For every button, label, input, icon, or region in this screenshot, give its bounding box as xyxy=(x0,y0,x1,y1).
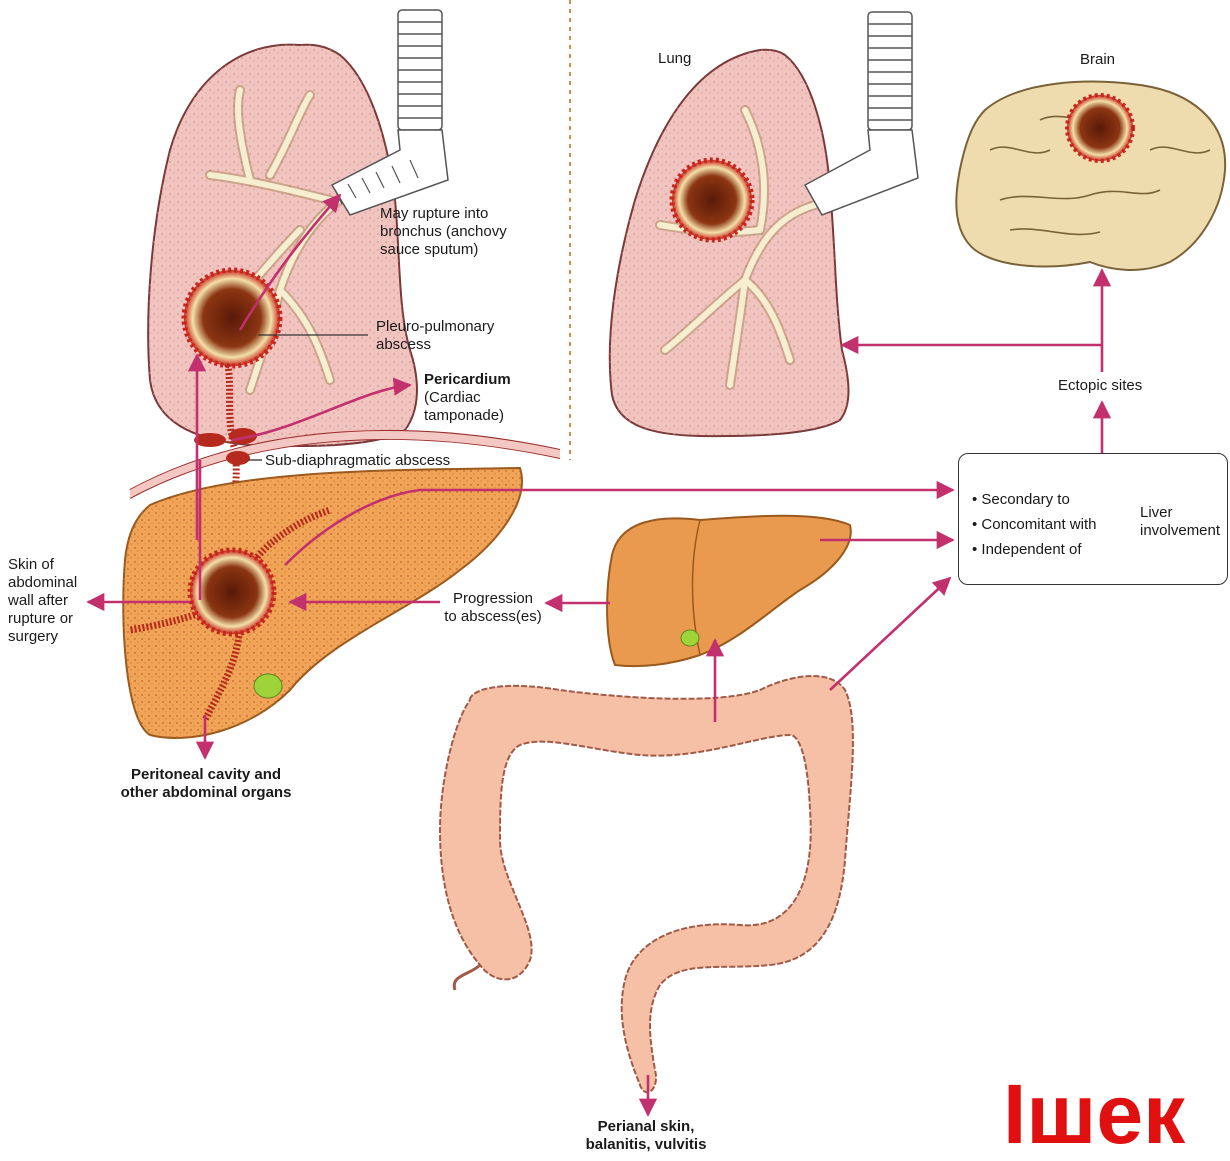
label-rupture-bronchus: May rupture into bronchus (anchovy sauce… xyxy=(380,205,507,259)
label-sub-diaphragmatic: Sub-diaphragmatic abscess xyxy=(265,452,450,470)
right-liver xyxy=(607,516,851,666)
label-pericardium: Pericardium (Cardiac tamponade) xyxy=(424,371,511,425)
label-progression: Progression to abscess(es) xyxy=(440,590,546,626)
label-skin-abdominal: Skin of abdominal wall after rupture or … xyxy=(8,556,77,646)
label-ectopic-sites: Ectopic sites xyxy=(1058,377,1142,395)
label-pleuro-pulmonary: Pleuro-pulmonary abscess xyxy=(376,318,494,354)
lung-abscess-left xyxy=(184,270,280,366)
label-lung: Lung xyxy=(658,50,691,68)
label-brain: Brain xyxy=(1080,51,1115,69)
label-liver-involvement: Liver involvement xyxy=(1140,504,1220,540)
relation-secondary: • Secondary to xyxy=(972,487,1096,512)
arrow-colon-to-box xyxy=(830,578,950,690)
label-perianal: Perianal skin, balanitis, vulvitis xyxy=(556,1118,736,1154)
relation-independent: • Independent of xyxy=(972,537,1096,562)
relations-list: • Secondary to • Concomitant with • Inde… xyxy=(972,487,1096,562)
watermark-text: Ішек xyxy=(1003,1072,1185,1156)
colon xyxy=(440,676,853,1092)
right-trachea xyxy=(805,12,918,215)
liver-abscess-left xyxy=(190,550,274,634)
lung-abscess-right xyxy=(672,160,752,240)
label-peritoneal: Peritoneal cavity and other abdominal or… xyxy=(108,766,304,802)
relation-concomitant: • Concomitant with xyxy=(972,512,1096,537)
right-lung xyxy=(610,50,849,436)
brain xyxy=(956,82,1225,270)
left-lung xyxy=(148,45,417,446)
